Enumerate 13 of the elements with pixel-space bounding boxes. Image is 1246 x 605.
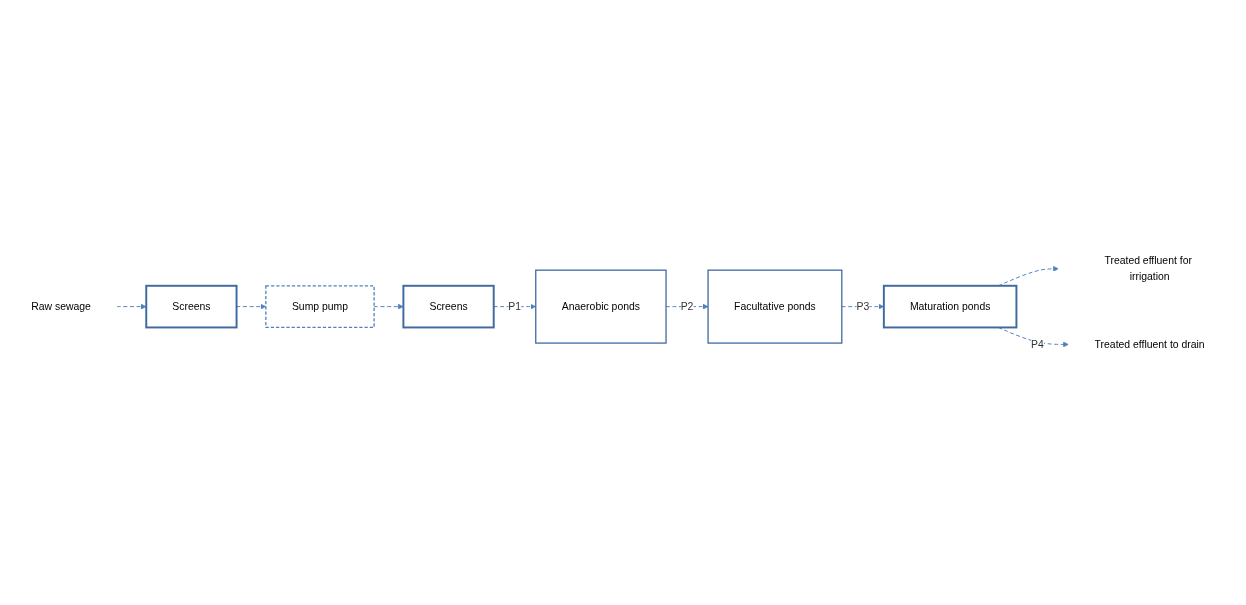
node-box: Anaerobic ponds bbox=[535, 269, 667, 344]
node-box: Screens bbox=[402, 284, 495, 329]
node-box: Maturation ponds bbox=[882, 284, 1018, 329]
edge-label: P4 bbox=[1031, 338, 1044, 350]
node-box: Sump pump bbox=[265, 284, 375, 328]
edge-label: P3 bbox=[856, 300, 870, 312]
edge-label: P2 bbox=[680, 300, 694, 312]
node-text: Treated effluent for irrigation bbox=[1104, 254, 1192, 282]
node-box: Facultative ponds bbox=[707, 269, 843, 344]
node-text: Raw sewage bbox=[31, 300, 91, 312]
edge-label: P1 bbox=[508, 300, 522, 312]
node-box: Screens bbox=[145, 284, 238, 329]
node-text: Treated effluent to drain bbox=[1094, 338, 1205, 350]
